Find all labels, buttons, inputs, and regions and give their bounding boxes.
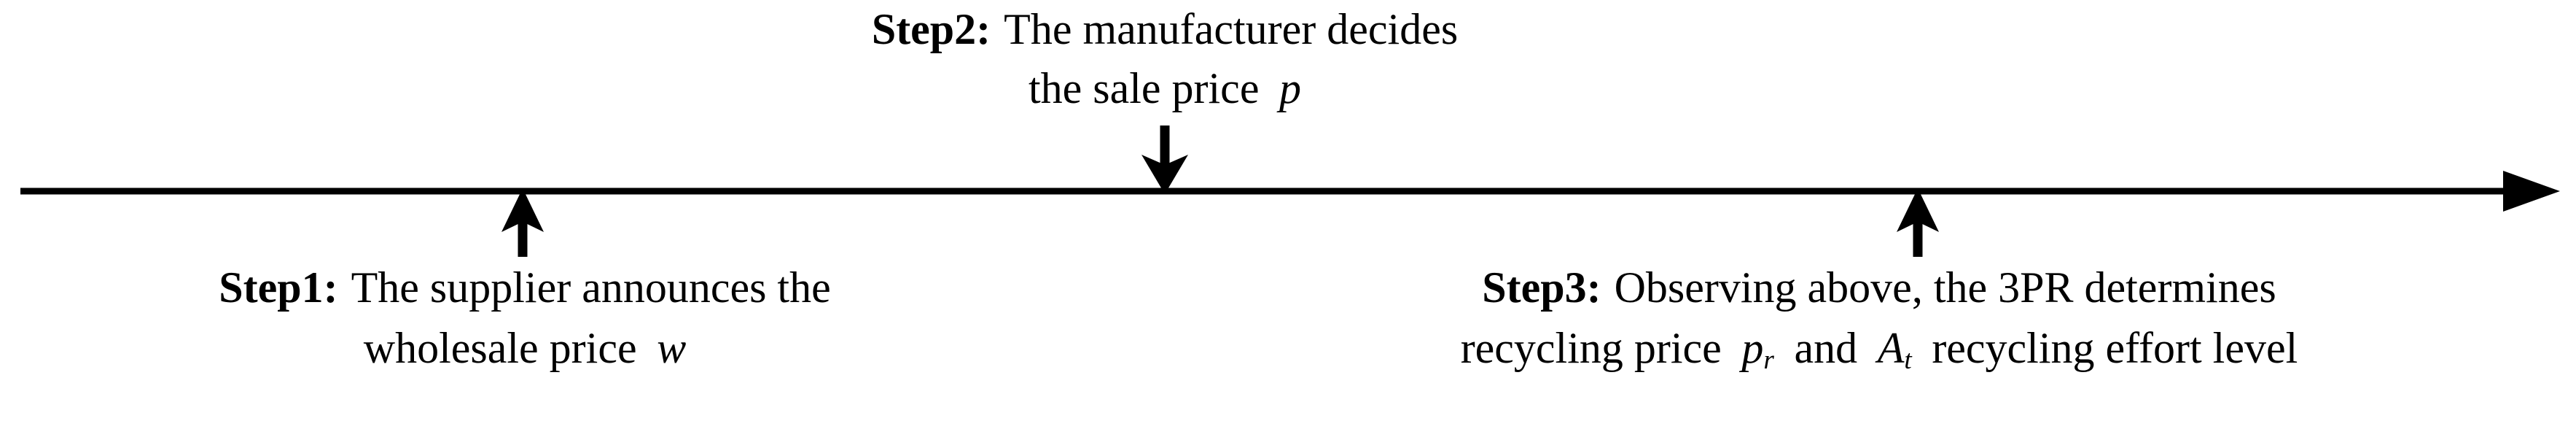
step3-line2-suffix: recycling effort level <box>1932 324 2298 372</box>
step3-line2-prefix: recycling price <box>1460 324 1722 372</box>
step3-line1-text: Observing above, the 3PR determines <box>1614 263 2276 312</box>
step3-line2-middle: and <box>1794 324 1858 372</box>
step2-line1-text: The manufacturer decides <box>1004 5 1459 53</box>
step3-text-block: Step3: Observing above, the 3PR determine… <box>1252 263 2506 374</box>
step1-label: Step1: <box>219 263 338 312</box>
step3-variable-at-subscript: t <box>1904 345 1912 376</box>
step3-line-1: Step3: Observing above, the 3PR determine… <box>1252 263 2506 313</box>
step1-line-1: Step1: The supplier announces the <box>73 263 977 313</box>
step2-line2-prefix: the sale price <box>1028 64 1260 112</box>
step2-variable-p: p <box>1279 64 1302 112</box>
step1-up-arrow-marker <box>501 188 544 257</box>
step3-up-arrow-marker <box>1897 188 1939 257</box>
step3-variable-pr-subscript: r <box>1763 345 1774 376</box>
step1-line2-prefix: wholesale price <box>363 324 637 372</box>
step2-line-1: Step2: The manufacturer decides <box>691 4 1639 55</box>
step2-label: Step2: <box>871 5 991 53</box>
timeline-main-axis <box>20 171 2560 212</box>
step1-variable-w: w <box>657 324 687 372</box>
step1-line-2: wholesale price w <box>73 323 977 374</box>
step1-line1-text: The supplier announces the <box>351 263 831 312</box>
step3-variable-pr: pr <box>1741 324 1774 376</box>
step1-text-block: Step1: The supplier announces the wholesa… <box>73 263 977 374</box>
step3-label: Step3: <box>1482 263 1601 312</box>
step3-variable-pr-base: p <box>1741 324 1764 372</box>
step3-variable-at-base: A <box>1877 324 1905 372</box>
step2-line-2: the sale price p <box>691 63 1639 114</box>
step2-text-block: Step2: The manufacturer decides the sale … <box>691 4 1639 114</box>
step2-down-arrow-marker <box>1141 125 1188 194</box>
step3-variable-at: At <box>1877 324 1912 376</box>
